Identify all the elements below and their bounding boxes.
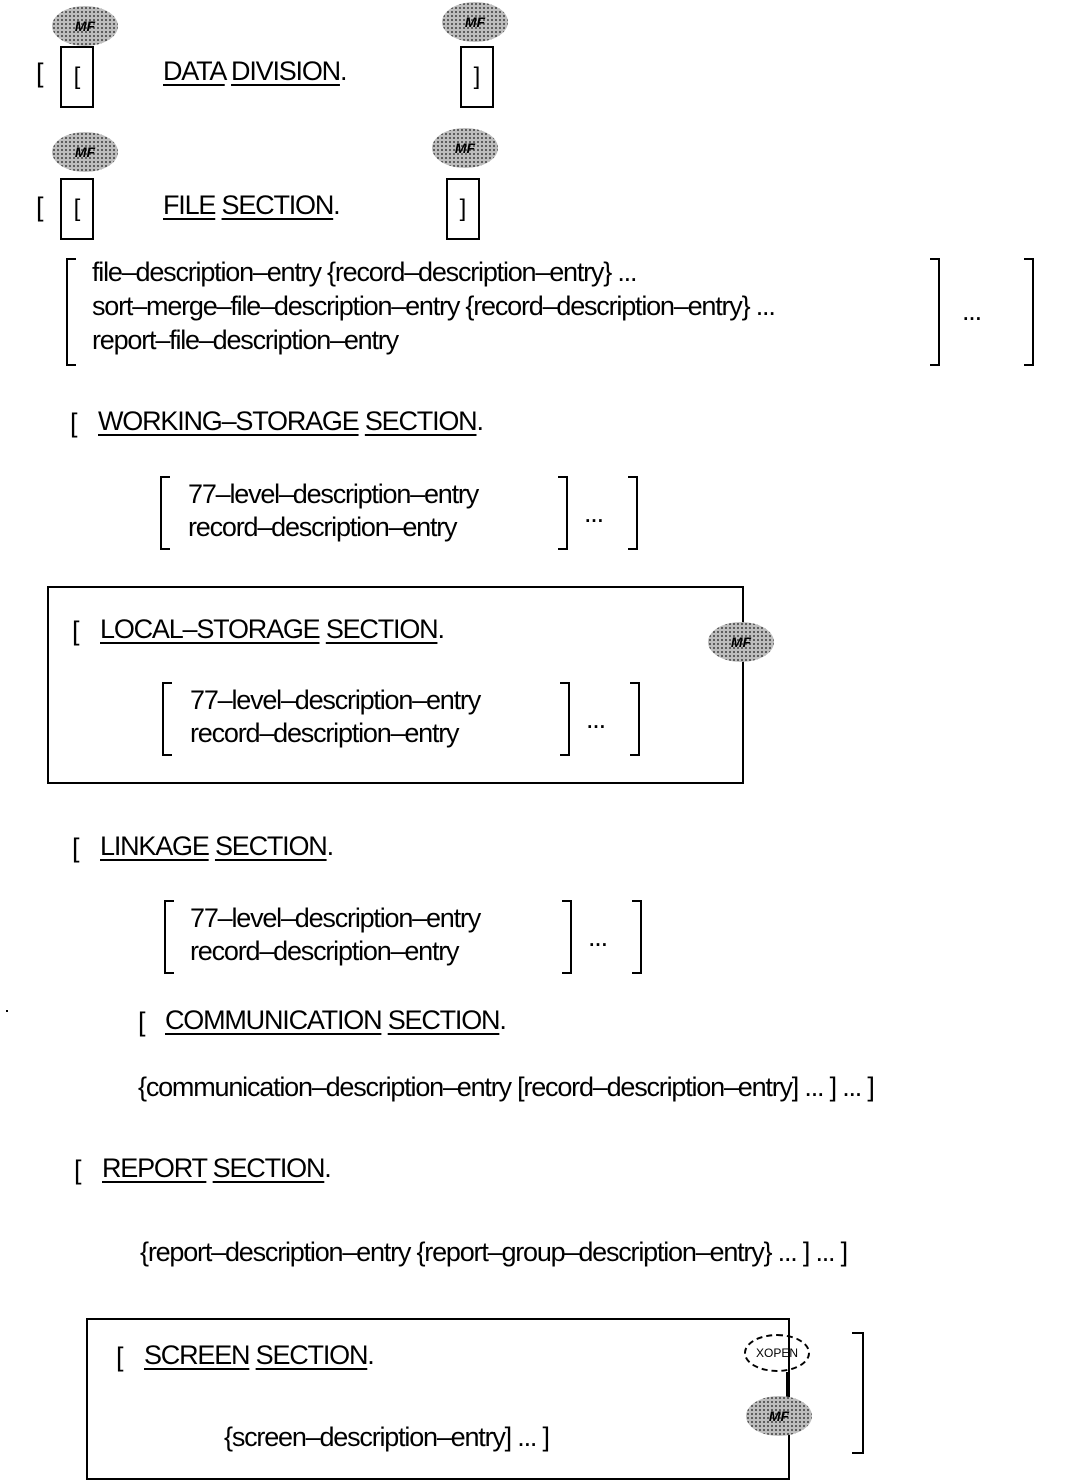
keyword-local-storage: LOCAL–STORAGE bbox=[100, 614, 321, 644]
mf-open-bracket-box: [ bbox=[60, 178, 94, 240]
keyword-working-storage: WORKING–STORAGE bbox=[98, 406, 360, 436]
local-storage-entry: 77–level–description–entry bbox=[190, 685, 481, 715]
period: . bbox=[499, 1005, 507, 1035]
keyword-section: SECTION bbox=[387, 1005, 501, 1035]
choice-bracket-right bbox=[930, 258, 940, 366]
open-bracket: [ bbox=[72, 833, 80, 863]
choice-bracket-right bbox=[560, 682, 570, 756]
period: . bbox=[367, 1340, 375, 1370]
linkage-entry: 77–level–description–entry bbox=[190, 903, 481, 933]
open-bracket: [ bbox=[138, 1007, 146, 1037]
working-storage-entry: 77–level–description–entry bbox=[188, 479, 479, 509]
bracket-glyph: ] bbox=[473, 63, 481, 90]
open-bracket: [ bbox=[74, 1155, 82, 1185]
mf-close-bracket-box: ] bbox=[460, 46, 494, 108]
report-heading: REPORT SECTION. bbox=[102, 1153, 332, 1183]
file-section-heading: FILE SECTION. bbox=[163, 190, 341, 220]
bracket-glyph: ] bbox=[459, 195, 467, 222]
keyword-data: DATA bbox=[163, 56, 226, 86]
choice-bracket-right bbox=[562, 900, 572, 974]
period: . bbox=[339, 56, 348, 86]
mf-close-bracket-box: ] bbox=[446, 178, 480, 240]
period: . bbox=[333, 190, 341, 220]
data-division-heading: DATA DIVISION. bbox=[163, 56, 348, 86]
screen-entry: {screen–description–entry] ... ] bbox=[224, 1422, 550, 1452]
marker-connector-line bbox=[786, 1372, 788, 1398]
communication-heading: COMMUNICATION SECTION. bbox=[165, 1005, 507, 1035]
xopen-marker-icon: XOPEN bbox=[744, 1334, 810, 1372]
file-entry: sort–merge–file–description–entry {recor… bbox=[92, 291, 776, 321]
mf-open-bracket-box: [ bbox=[60, 46, 94, 108]
period: . bbox=[324, 1153, 332, 1183]
ellipsis: ... bbox=[588, 922, 608, 952]
outer-bracket-right bbox=[1024, 258, 1034, 366]
linkage-heading: LINKAGE SECTION. bbox=[100, 831, 335, 861]
mf-marker-icon: MF bbox=[746, 1396, 812, 1436]
keyword-section: SECTION bbox=[214, 831, 328, 861]
keyword-linkage: LINKAGE bbox=[100, 831, 210, 861]
mf-marker-icon: MF bbox=[708, 622, 774, 662]
working-storage-heading: WORKING–STORAGE SECTION. bbox=[98, 406, 484, 436]
mf-marker-icon: MF bbox=[432, 128, 498, 168]
outer-bracket-right bbox=[852, 1332, 864, 1454]
stray-mark bbox=[6, 1010, 8, 1012]
bracket-glyph: [ bbox=[73, 195, 81, 222]
keyword-section: SECTION bbox=[255, 1340, 369, 1370]
file-entry: report–file–description–entry bbox=[92, 325, 399, 355]
keyword-section: SECTION bbox=[325, 614, 439, 644]
local-storage-entry: record–description–entry bbox=[190, 718, 460, 748]
choice-bracket-left bbox=[164, 900, 174, 974]
period: . bbox=[326, 831, 335, 861]
choice-bracket-left bbox=[66, 258, 76, 366]
choice-bracket-left bbox=[160, 476, 170, 550]
open-bracket: [ bbox=[72, 616, 80, 646]
outer-bracket-right bbox=[628, 476, 638, 550]
mf-marker-icon: MF bbox=[52, 6, 118, 46]
outer-bracket-right bbox=[632, 900, 642, 974]
local-storage-mf-box bbox=[47, 586, 744, 784]
ellipsis: ... bbox=[586, 704, 606, 734]
open-bracket: [ bbox=[36, 58, 44, 88]
choice-bracket-left bbox=[162, 682, 172, 756]
mf-marker-icon: MF bbox=[52, 132, 118, 172]
keyword-section: SECTION bbox=[212, 1153, 326, 1183]
bracket-glyph: [ bbox=[73, 63, 81, 90]
local-storage-heading: LOCAL–STORAGE SECTION. bbox=[100, 614, 445, 644]
keyword-communication: COMMUNICATION bbox=[165, 1005, 383, 1035]
keyword-report: REPORT bbox=[102, 1153, 208, 1183]
open-bracket: [ bbox=[36, 192, 44, 222]
keyword-section: SECTION bbox=[221, 190, 335, 220]
period: . bbox=[437, 614, 445, 644]
communication-entry: {communication–description–entry [record… bbox=[138, 1072, 875, 1102]
mf-marker-icon: MF bbox=[442, 2, 508, 42]
file-entry: file–description–entry {record–descripti… bbox=[92, 257, 637, 287]
keyword-section: SECTION bbox=[364, 406, 478, 436]
outer-bracket-right bbox=[630, 682, 640, 756]
ellipsis: ... bbox=[584, 498, 604, 528]
screen-heading: SCREEN SECTION. bbox=[144, 1340, 375, 1370]
keyword-division: DIVISION bbox=[231, 56, 341, 86]
keyword-screen: SCREEN bbox=[144, 1340, 251, 1370]
working-storage-entry: record–description–entry bbox=[188, 512, 458, 542]
linkage-entry: record–description–entry bbox=[190, 936, 460, 966]
open-bracket: [ bbox=[70, 408, 78, 438]
keyword-file: FILE bbox=[163, 190, 216, 220]
choice-bracket-right bbox=[558, 476, 568, 550]
report-entry: {report–description–entry {report–group–… bbox=[140, 1237, 848, 1267]
period: . bbox=[476, 406, 484, 436]
ellipsis: ... bbox=[962, 296, 982, 326]
open-bracket: [ bbox=[116, 1342, 124, 1372]
